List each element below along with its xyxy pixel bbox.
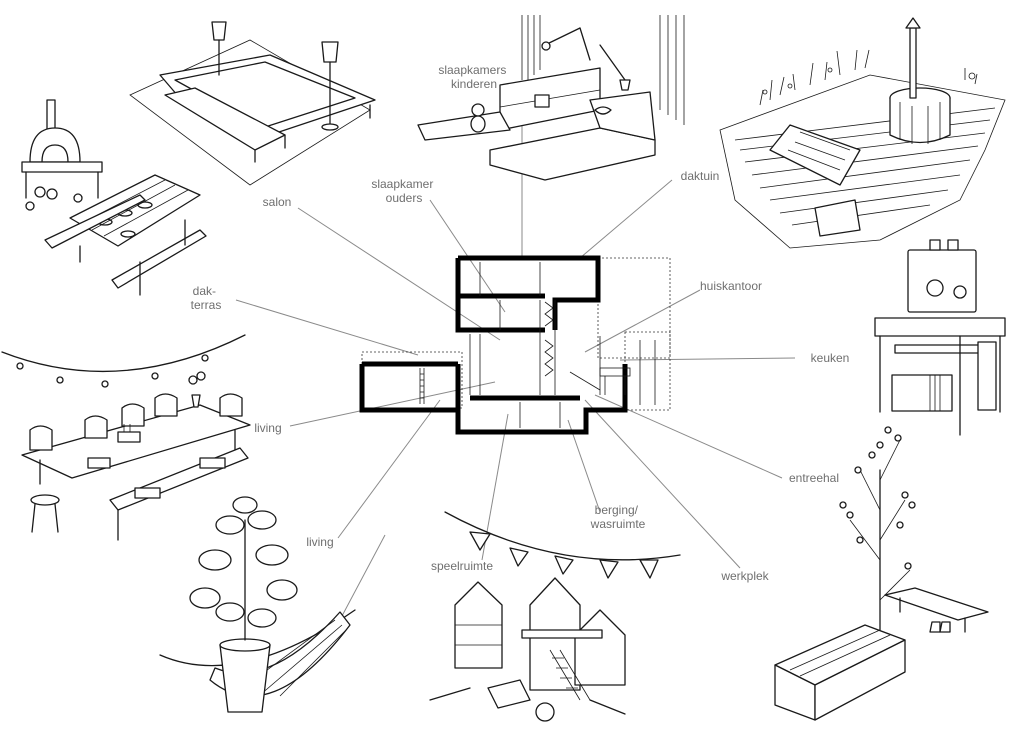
- label-living-top: living: [254, 421, 281, 435]
- leader-werkplek: [584, 399, 741, 569]
- hammock-plant-icon: [159, 496, 356, 713]
- label-slaapkamer-ouders-line1: slaapkamer: [371, 177, 433, 191]
- lounge-sofa-icon: [129, 21, 376, 186]
- pizza-oven-icon: [21, 99, 103, 211]
- label-slaapkamer-ouders: slaapkamer ouders: [371, 177, 436, 205]
- label-berging-line2: wasruimte: [590, 517, 646, 531]
- label-dakterras-line2: terras: [191, 298, 222, 312]
- label-keuken: keuken: [811, 351, 850, 365]
- label-living-bottom: living: [306, 535, 333, 549]
- leader-keuken: [619, 357, 796, 361]
- leader-dakterras: [235, 299, 419, 356]
- label-dakterras-line1: dak-: [193, 284, 216, 298]
- label-slaapkamer-ouders-line2: ouders: [386, 191, 423, 205]
- label-slaapkamers-kinderen-line2: kinderen: [451, 77, 497, 91]
- label-slaapkamers-kinderen: slaapkamers kinderen: [438, 63, 509, 91]
- leader-huiskantoor: [584, 289, 701, 353]
- playhouse-icon: [429, 511, 681, 722]
- picnic-table-icon: [44, 174, 207, 296]
- label-berging-line1: berging/: [595, 503, 639, 517]
- label-dakterras: dak- terras: [191, 284, 222, 312]
- dining-table-icon: [1, 334, 251, 541]
- label-salon: salon: [263, 195, 292, 209]
- leader-living-bottom: [337, 399, 441, 539]
- label-speelruimte: speelruimte: [431, 559, 493, 573]
- label-slaapkamers-kinderen-line1: slaapkamers: [438, 63, 506, 77]
- leader-living-top: [289, 381, 496, 427]
- label-entreehal: entreehal: [789, 471, 839, 485]
- leader-daktuin: [579, 179, 673, 259]
- hot-tub-deck-icon: [719, 17, 1006, 249]
- label-berging: berging/ wasruimte: [590, 503, 646, 531]
- tree-bench-icon: [774, 426, 989, 721]
- kids-bed-icon: [417, 15, 685, 181]
- labels: slaapkamers kinderen slaapkamer ouders s…: [191, 63, 850, 583]
- label-werkplek: werkplek: [720, 569, 769, 583]
- espresso-machine-icon: [874, 239, 1006, 436]
- leader-berging: [567, 419, 601, 513]
- label-huiskantoor: huiskantoor: [700, 279, 762, 293]
- leader-salon: [297, 207, 501, 341]
- label-daktuin: daktuin: [681, 169, 720, 183]
- house-section-icon: [359, 255, 671, 435]
